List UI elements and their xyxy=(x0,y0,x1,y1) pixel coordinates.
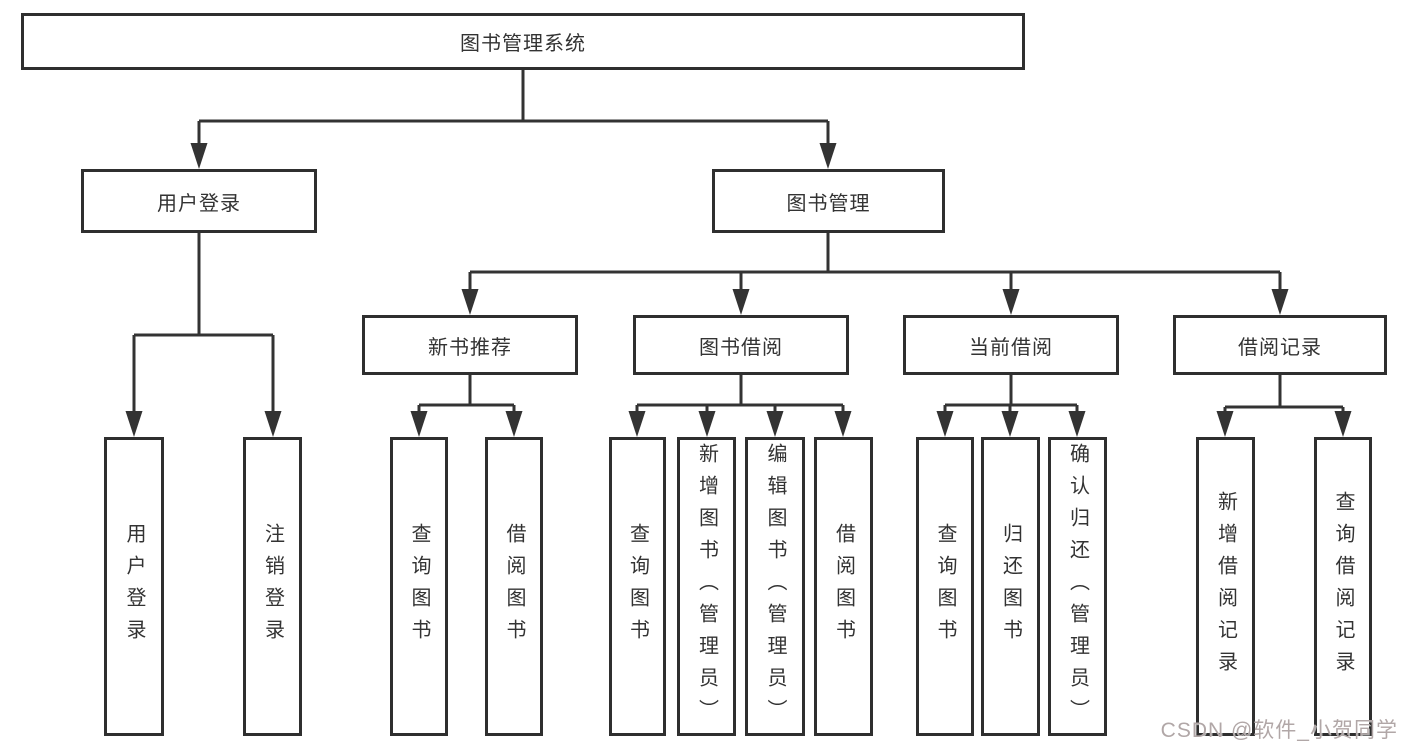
connector-current-borrow-children xyxy=(936,375,1086,437)
leaf-confirm-return-admin: 确认归还（管理员） xyxy=(1048,437,1107,736)
node-label: 归还图书 xyxy=(999,522,1022,651)
arrow-down-icon xyxy=(1216,411,1234,437)
node-label: 图书管理系统 xyxy=(460,33,586,55)
node-label: 用户登录 xyxy=(157,192,241,215)
arrow-down-icon xyxy=(766,411,784,437)
arrow-down-icon xyxy=(819,143,837,169)
arrow-down-icon xyxy=(936,411,954,437)
arrow-down-icon xyxy=(461,289,479,315)
leaf-query-books-current: 查询图书 xyxy=(916,437,974,736)
connector-book-borrow-children xyxy=(628,375,852,437)
arrow-down-icon xyxy=(1068,411,1086,437)
node-root-system: 图书管理系统 xyxy=(21,13,1025,70)
node-label: 图书管理 xyxy=(786,192,871,215)
node-label: 借阅图书 xyxy=(503,522,525,651)
leaf-logout: 注销登录 xyxy=(243,437,302,736)
csdn-watermark: CSDN @软件_小贺同学 xyxy=(1160,719,1398,742)
node-label: 新增借阅记录 xyxy=(1214,490,1237,683)
node-new-book-recommend: 新书推荐 xyxy=(362,315,578,375)
node-label: 借阅图书 xyxy=(832,522,855,651)
node-label: 查询图书 xyxy=(626,522,649,651)
node-label: 借阅记录 xyxy=(1238,336,1322,359)
arrow-down-icon xyxy=(1334,411,1352,437)
arrow-down-icon xyxy=(1271,289,1289,315)
node-label: 新书推荐 xyxy=(428,336,512,359)
leaf-add-book-admin: 新增图书（管理员） xyxy=(677,437,736,736)
node-label: 编辑图书（管理员） xyxy=(764,442,786,731)
node-label: 用户登录 xyxy=(123,522,145,651)
node-label: 新增图书（管理员） xyxy=(695,442,718,731)
leaf-borrow-books-recommend: 借阅图书 xyxy=(485,437,543,736)
arrow-down-icon xyxy=(698,411,716,437)
leaf-return-book: 归还图书 xyxy=(981,437,1040,736)
arrow-down-icon xyxy=(264,411,282,437)
leaf-query-borrow-record: 查询借阅记录 xyxy=(1314,437,1372,736)
node-current-borrow: 当前借阅 xyxy=(903,315,1119,375)
node-book-management: 图书管理 xyxy=(712,169,945,233)
arrow-down-icon xyxy=(1002,289,1020,315)
leaf-add-borrow-record: 新增借阅记录 xyxy=(1196,437,1255,736)
node-label: 查询借阅记录 xyxy=(1332,490,1354,683)
connector-root-to-level1 xyxy=(190,70,837,169)
node-label: 查询图书 xyxy=(934,522,956,651)
node-label: 确认归还（管理员） xyxy=(1066,442,1089,731)
arrow-down-icon xyxy=(125,411,143,437)
connector-new-book-children xyxy=(410,375,523,437)
node-label: 注销登录 xyxy=(261,522,284,651)
node-borrow-records: 借阅记录 xyxy=(1173,315,1387,375)
arrow-down-icon xyxy=(834,411,852,437)
connector-book-management-children xyxy=(461,233,1289,315)
arrow-down-icon xyxy=(190,143,208,169)
connector-user-login-children xyxy=(125,233,282,437)
arrow-down-icon xyxy=(1001,411,1019,437)
node-label: 当前借阅 xyxy=(969,336,1053,359)
node-label: 查询图书 xyxy=(408,522,430,651)
arrow-down-icon xyxy=(628,411,646,437)
arrow-down-icon xyxy=(410,411,428,437)
node-user-login: 用户登录 xyxy=(81,169,317,233)
leaf-user-login: 用户登录 xyxy=(104,437,164,736)
connector-records-children xyxy=(1216,375,1352,437)
leaf-query-books-borrow: 查询图书 xyxy=(609,437,666,736)
node-book-borrow: 图书借阅 xyxy=(633,315,849,375)
arrow-down-icon xyxy=(505,411,523,437)
leaf-edit-book-admin: 编辑图书（管理员） xyxy=(745,437,805,736)
leaf-query-books-recommend: 查询图书 xyxy=(390,437,448,736)
leaf-borrow-books: 借阅图书 xyxy=(814,437,873,736)
arrow-down-icon xyxy=(732,289,750,315)
node-label: 图书借阅 xyxy=(699,336,783,359)
